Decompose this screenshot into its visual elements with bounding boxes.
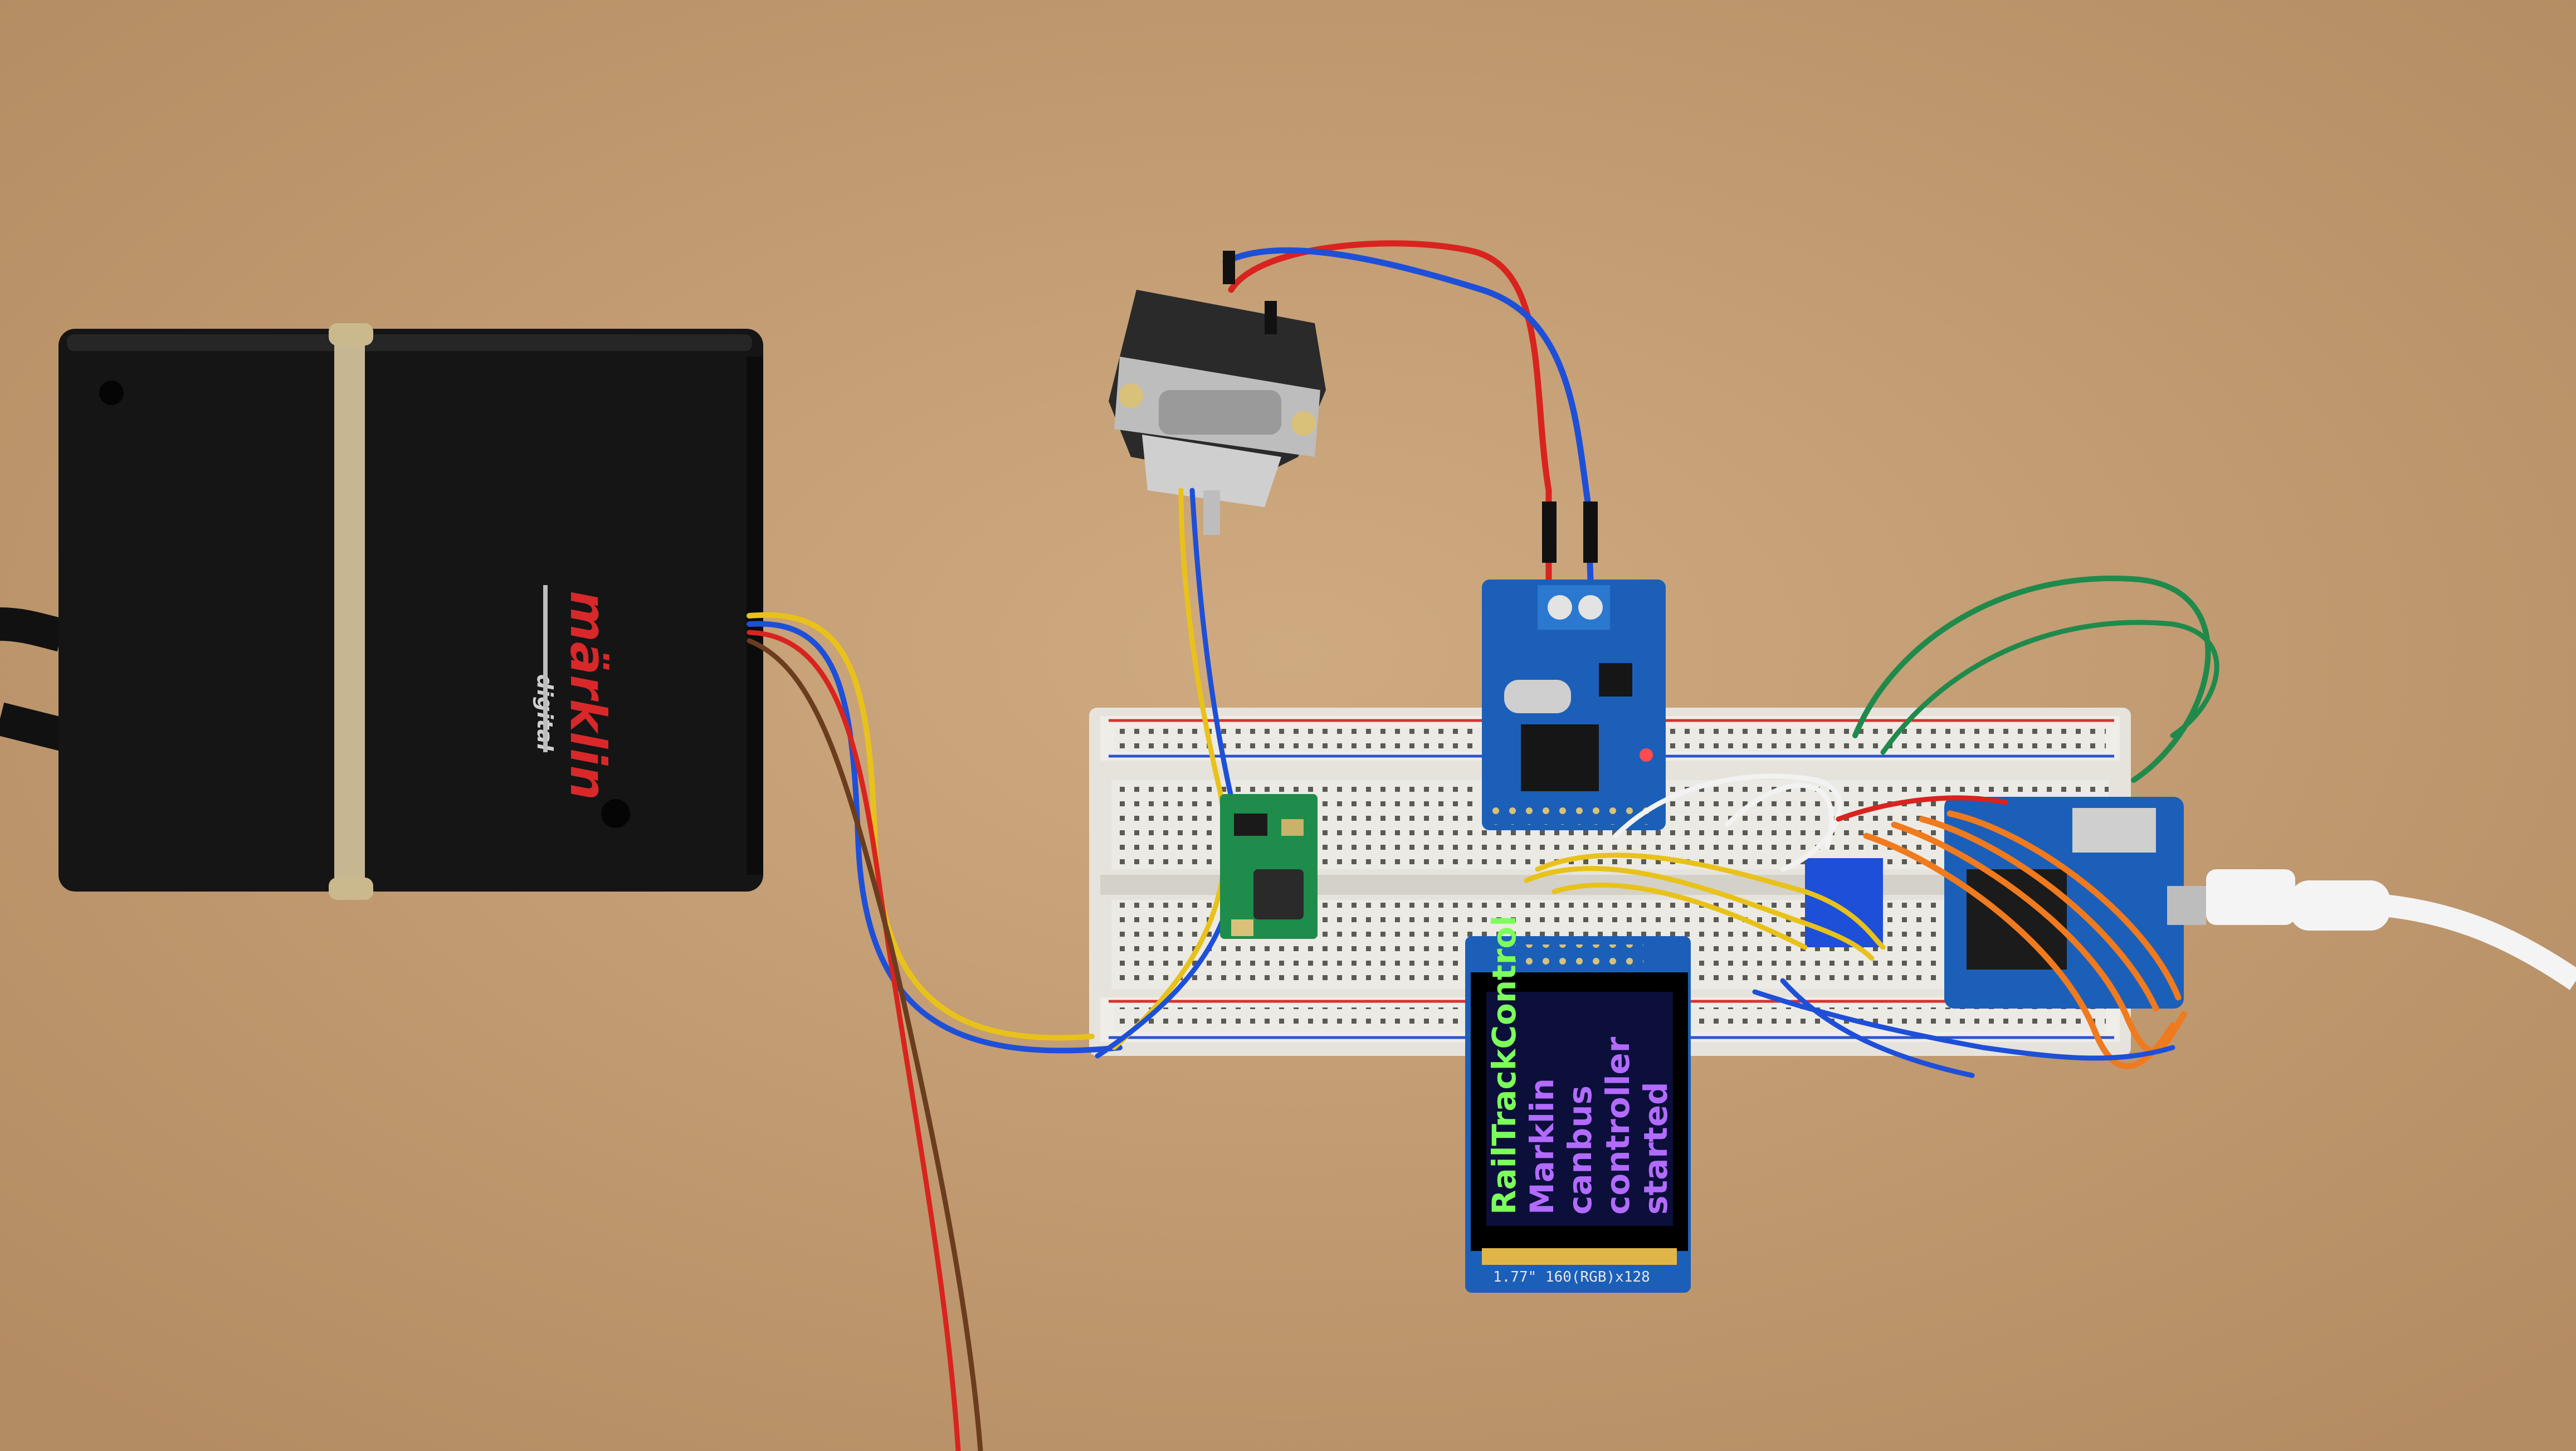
signal-wires [747, 240, 1598, 1451]
tft-display-module: RailTrackControl Marklin canbus controll… [1465, 916, 1691, 1293]
canbus-module [1482, 580, 1666, 830]
display-line-2: Marklin [1523, 1078, 1561, 1215]
display-line-4: controller [1599, 1036, 1637, 1215]
jumper-wire-bundle [1524, 575, 2219, 1078]
dcdc-converter-module [1220, 794, 1318, 939]
screw-hole [601, 799, 630, 828]
display-line-3: canbus [1561, 1085, 1599, 1215]
display-line-1: RailTrackControl [1485, 916, 1523, 1215]
db9-connector [1109, 290, 1326, 535]
display-line-5: started [1637, 1082, 1675, 1215]
screw-hole [99, 381, 124, 405]
marklin-power-box: märklin digital [0, 323, 763, 900]
usb-cable [2206, 869, 2576, 990]
brand-logo-text: märklin [559, 591, 617, 800]
display-caption: 1.77" 160(RGB)x128 [1493, 1269, 1650, 1286]
power-led [1640, 748, 1653, 762]
